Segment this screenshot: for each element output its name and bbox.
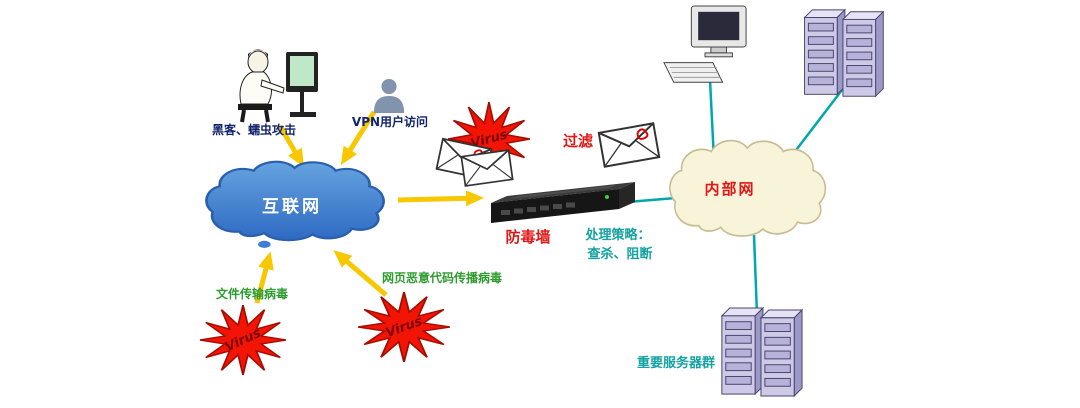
envelope-icon bbox=[597, 122, 661, 168]
hacker-workstation bbox=[228, 46, 323, 126]
virus-burst-bottom-middle: Virus bbox=[358, 292, 450, 362]
intranet-label: 内部网 bbox=[704, 179, 756, 198]
link-intranet-server-top bbox=[789, 89, 843, 159]
link-intranet-server-bottom bbox=[752, 234, 759, 316]
envelope-icon bbox=[460, 149, 514, 187]
cloud-icon bbox=[669, 139, 827, 237]
intranet-cloud: 内部网 bbox=[666, 136, 838, 248]
vpn-user bbox=[372, 76, 406, 114]
arrow-internet-to-firewall bbox=[397, 190, 484, 207]
rack-server-appliance-icon bbox=[491, 182, 635, 223]
arrow-webvirus-to-internet bbox=[333, 250, 388, 297]
internet-cloud: 互联网 bbox=[202, 158, 398, 250]
filter-label: 过滤 bbox=[562, 132, 593, 150]
arrow-vpn-to-internet bbox=[340, 110, 377, 166]
file-virus-label: 文件传输病毒 bbox=[215, 287, 288, 301]
server-towers-icon bbox=[803, 8, 885, 98]
infected-envelope-2 bbox=[460, 149, 514, 188]
arrow-hacker-to-internet bbox=[277, 124, 305, 168]
firewall-appliance bbox=[487, 174, 637, 228]
desktop-computer-icon bbox=[663, 5, 747, 83]
server-towers-icon bbox=[720, 306, 804, 398]
starburst-icon bbox=[200, 305, 286, 375]
hacker-at-computer-icon bbox=[238, 49, 318, 123]
server-group-top bbox=[798, 6, 886, 102]
server-group-label: 重要服务器群 bbox=[636, 356, 715, 371]
virus-burst-bottom-left: Virus bbox=[200, 305, 286, 375]
server-group-bottom bbox=[716, 304, 804, 402]
desktop-computer bbox=[662, 4, 750, 92]
policy-title-label: 处理策略： bbox=[585, 228, 651, 243]
web-virus-label: 网页恶意代码传播病毒 bbox=[381, 271, 502, 285]
internet-label: 互联网 bbox=[262, 196, 322, 217]
person-silhouette-icon bbox=[373, 78, 405, 113]
firewall-label: 防毒墙 bbox=[505, 228, 551, 246]
starburst-icon bbox=[358, 292, 450, 362]
link-intranet-desktop bbox=[708, 79, 716, 161]
vpn-access-label: VPN用户访问 bbox=[351, 115, 429, 129]
arrow-filevirus-to-internet bbox=[254, 251, 274, 304]
policy-action-label: 查杀、阻断 bbox=[587, 247, 653, 262]
hacker-attack-label: 黑客、蠕虫攻击 bbox=[211, 123, 296, 137]
filtered-envelope bbox=[597, 121, 661, 168]
cloud-icon bbox=[205, 160, 385, 248]
